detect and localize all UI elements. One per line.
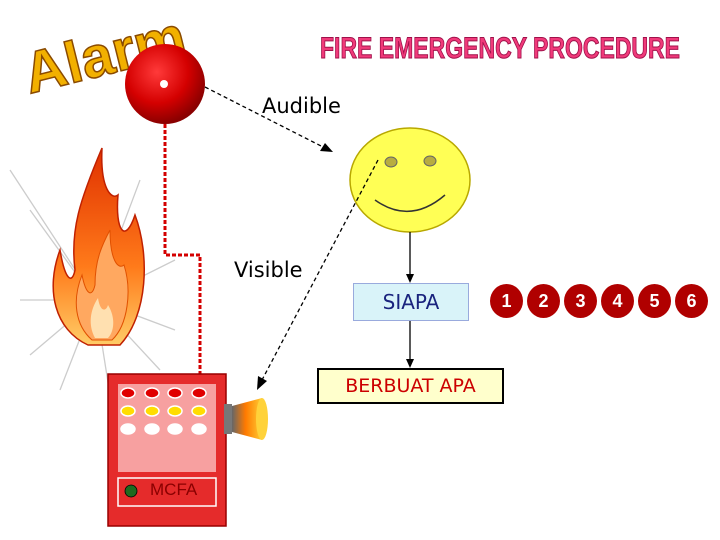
visible-arrow [257,159,379,390]
step-badge-5: 5 [638,284,671,318]
step-badge-3: 3 [564,284,597,318]
step-badge-1: 1 [490,284,523,318]
audible-label: Audible [262,94,341,118]
smiley-face-icon [349,127,471,233]
alarm-bell-icon [125,44,205,124]
step-badge-4: 4 [601,284,634,318]
fire-flame-icon [9,147,176,396]
audible-arrow [204,86,333,152]
mcfa-panel-icon [107,373,227,527]
mcfa-label: MCFA [150,480,198,499]
step-badges: 1 2 3 4 5 6 [490,284,712,318]
alarm-wiring [163,124,202,392]
siapa-box: SIAPA [353,283,469,321]
siapa-to-berbuat-arrow [406,321,414,368]
step-badge-2: 2 [527,284,560,318]
visible-label: Visible [234,258,303,282]
procedure-title: FIRE EMERGENCY PROCEDURE [320,32,680,65]
berbuat-apa-box: BERBUAT APA [317,368,504,404]
siren-horn-icon [224,398,268,440]
step-badge-6: 6 [675,284,708,318]
face-to-siapa-arrow [406,232,414,283]
